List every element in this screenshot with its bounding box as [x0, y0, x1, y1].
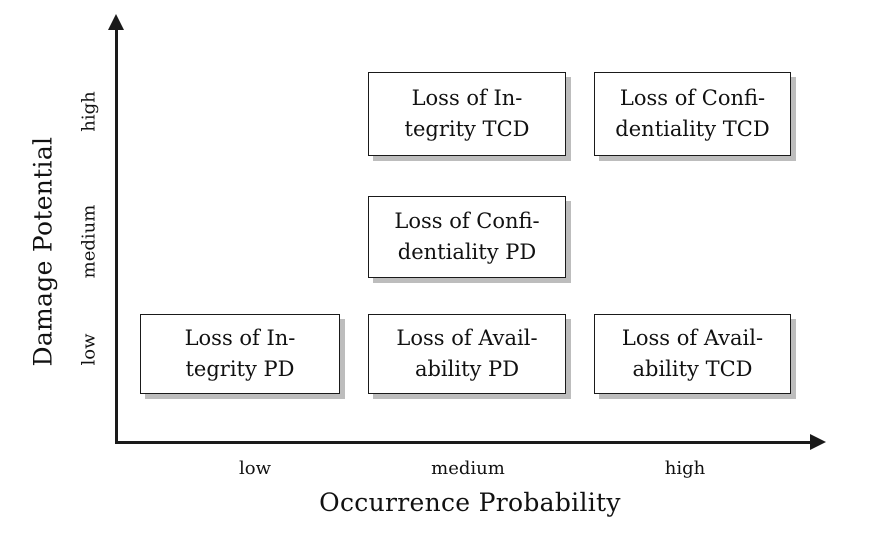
- risk-box-loss-availability-pd: Loss of Avail- ability PD: [368, 314, 566, 394]
- y-axis-arrow-icon: [108, 14, 124, 30]
- risk-box-line2: dentiality TCD: [615, 117, 770, 141]
- x-axis-tick-low: low: [238, 458, 271, 479]
- y-axis-tick-medium: medium: [78, 204, 100, 279]
- risk-box-line2: tegrity PD: [185, 357, 295, 381]
- risk-box-loss-integrity-pd: Loss of In- tegrity PD: [140, 314, 340, 394]
- y-axis-tick-high: high: [78, 91, 100, 132]
- risk-box-loss-confidentiality-pd: Loss of Confi- dentiality PD: [368, 196, 566, 278]
- y-axis-title: Damage Potential: [28, 136, 58, 367]
- x-axis-arrow-icon: [810, 434, 826, 450]
- x-axis-tick-high: high: [664, 458, 706, 479]
- risk-box-line2: dentiality PD: [397, 240, 537, 264]
- risk-box-line1: Loss of Confi-: [394, 208, 540, 233]
- y-axis-line: [115, 28, 118, 444]
- x-axis-line: [115, 441, 814, 444]
- risk-box-line2: ability TCD: [632, 357, 753, 381]
- risk-box-line1: Loss of In-: [411, 85, 523, 110]
- x-axis-title: Occurrence Probability: [319, 488, 621, 517]
- risk-box-loss-integrity-tcd: Loss of In- tegrity TCD: [368, 72, 566, 156]
- x-axis-tick-medium: medium: [431, 458, 505, 479]
- risk-box-loss-confidentiality-tcd: Loss of Confi- dentiality TCD: [594, 72, 791, 156]
- risk-box-line2: ability PD: [414, 357, 520, 381]
- risk-box-line1: Loss of Confi-: [619, 85, 766, 110]
- risk-box-line2: tegrity TCD: [404, 117, 530, 141]
- risk-box-line1: Loss of Avail-: [396, 325, 538, 350]
- risk-box-line1: Loss of Avail-: [621, 325, 764, 350]
- y-axis-tick-low: low: [78, 333, 100, 366]
- risk-box-line1: Loss of In-: [184, 325, 296, 350]
- risk-box-loss-availability-tcd: Loss of Avail- ability TCD: [594, 314, 791, 394]
